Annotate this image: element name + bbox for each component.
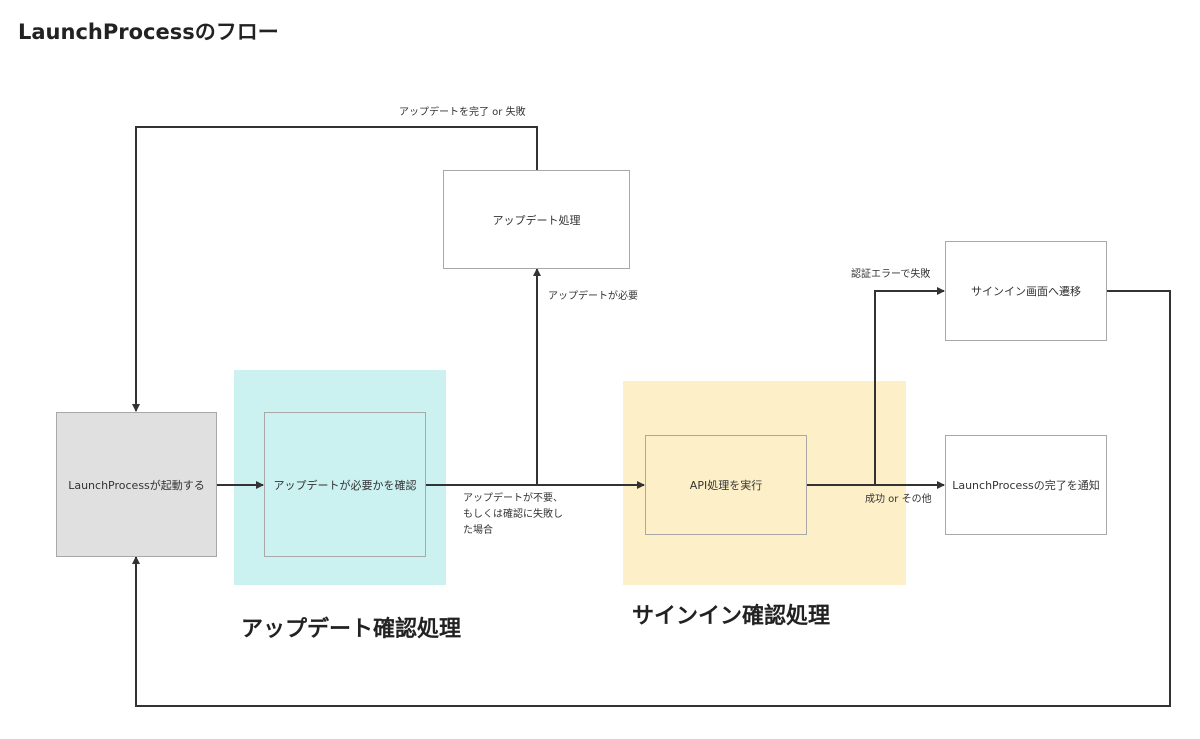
edge-label-update-done: アップデートを完了 or 失敗 [399, 107, 526, 118]
edge-label-line: アップデートが不要、 [463, 493, 563, 504]
edge-label-auth-error: 認証エラーで失敗 [851, 269, 931, 280]
edge-signin-to-launch [132, 290, 1171, 707]
node-check-update-label: アップデートが必要かを確認 [273, 478, 417, 492]
signin-check-region-label: サインイン確認処理 [632, 604, 831, 629]
signin-check-region [623, 381, 906, 585]
node-api-label: API処理を実行 [689, 479, 763, 492]
node-launch-label: LaunchProcessが起動する [68, 478, 205, 492]
node-signin-screen[interactable]: サインイン画面へ遷移 [945, 241, 1107, 341]
node-notify-complete-label: LaunchProcessの完了を通知 [952, 479, 1100, 492]
edge-label-line: もしくは確認に失敗し [463, 509, 563, 520]
node-check-update[interactable]: アップデートが必要かを確認 [264, 412, 426, 557]
edge-label-success-other: 成功 or その他 [865, 494, 932, 505]
edge-update-to-launch [132, 126, 538, 412]
edge-label-update-needed: アップデートが必要 [548, 291, 638, 302]
edge-api-to-signin [874, 287, 945, 485]
page-title: LaunchProcessのフロー [18, 20, 279, 44]
edge-label-line: た場合 [463, 525, 493, 536]
update-check-region-label: アップデート確認処理 [241, 617, 462, 642]
node-signin-screen-label: サインイン画面へ遷移 [971, 285, 1081, 298]
edge-label-update-not-needed: アップデートが不要、 もしくは確認に失敗し た場合 [463, 491, 563, 539]
update-check-region [234, 370, 446, 585]
node-api[interactable]: API処理を実行 [645, 435, 807, 535]
node-launch[interactable]: LaunchProcessが起動する [56, 412, 217, 557]
node-update[interactable]: アップデート処理 [443, 170, 630, 269]
node-update-label: アップデート処理 [492, 213, 581, 227]
node-notify-complete[interactable]: LaunchProcessの完了を通知 [945, 435, 1107, 535]
